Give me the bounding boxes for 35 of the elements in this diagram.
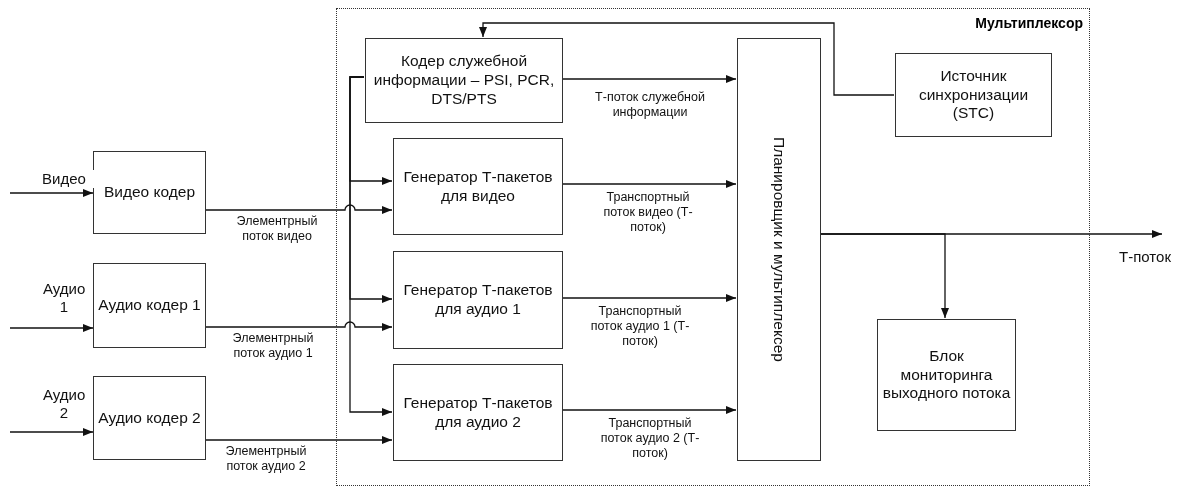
box-label: Планировщик и мультиплексер [770, 137, 790, 362]
process-box [93, 376, 206, 460]
box-label: Генератор Т-пакетов для видео [402, 167, 554, 206]
process-box [393, 251, 563, 349]
group-frame [336, 8, 1090, 486]
box-label: Генератор Т-пакетов для аудио 1 [402, 281, 554, 319]
box-label: Генератор Т-пакетов для аудио 2 [402, 393, 554, 432]
box-label: Аудио кодер 2 [97, 408, 202, 428]
process-box [93, 151, 206, 234]
arrow [819, 233, 949, 319]
arrow [205, 321, 393, 331]
arrow [349, 76, 393, 416]
group-title: Мультиплексор [975, 15, 1083, 31]
arrow [9, 324, 94, 332]
arrow [479, 22, 895, 96]
arrow [561, 406, 737, 414]
box-label: Видео кодер [102, 183, 197, 202]
arrow [205, 436, 393, 444]
arrow [9, 428, 94, 436]
process-box [877, 319, 1016, 431]
process-box [737, 38, 821, 461]
arrow [561, 180, 737, 188]
arrow [9, 189, 94, 197]
process-box [365, 38, 563, 123]
box-label: Источник синхронизации (STC) [917, 66, 1030, 124]
arrow [561, 294, 737, 302]
process-box [895, 53, 1052, 137]
process-box [393, 138, 563, 235]
box-label: Кодер служебной информации – PSI, PCR, DTS/PTS [372, 52, 556, 109]
process-box [393, 364, 563, 461]
box-label: Блок мониторинга выходного потока [881, 346, 1012, 404]
process-box [93, 263, 206, 348]
box-label: Аудио кодер 1 [97, 296, 202, 315]
arrow [205, 204, 393, 214]
arrow [561, 75, 737, 83]
